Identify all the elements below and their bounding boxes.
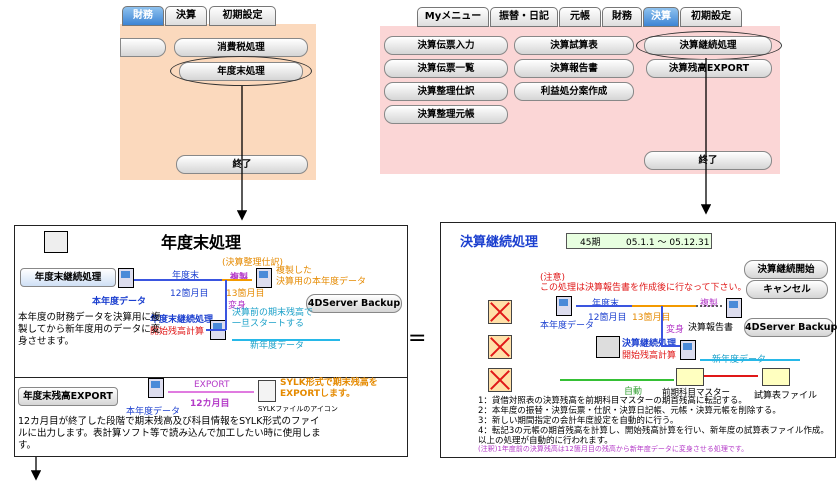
month13-label: 13箇月目: [632, 313, 671, 323]
copy-label: 複製: [700, 299, 719, 309]
month12-label: 12箇月目: [170, 289, 209, 299]
master-file-icon: [676, 368, 704, 386]
sylk-file-icon: [258, 380, 276, 402]
tab-finance[interactable]: 財務: [122, 6, 164, 26]
year-end-label: 年度末: [172, 271, 200, 281]
year-end-description: 本年度の財務データを決算用に複 製してから新年度用のデータに変 身させます。: [18, 312, 161, 347]
month12-label: 12カ月目: [190, 399, 230, 409]
copied-data-label: 複製した 決算用の本年度データ: [276, 266, 367, 287]
computer-icon: [556, 296, 572, 316]
year-end-label: 年度末: [592, 299, 620, 309]
steps-list: 1：貸借対照表の決算残高を前期科目マスターの期首残高に転記する。 2：本年度の振…: [478, 396, 829, 446]
open-balance-label: 開始残高計算: [150, 327, 205, 337]
period-label: 45期: [580, 238, 601, 248]
open-balance-label: 開始残高計算: [622, 351, 677, 361]
step-3: 3：新しい期間指定の会計年度設定を自動的に行う。: [478, 416, 679, 426]
continue-label: 決算継続処理: [622, 339, 677, 349]
continue-title: 決算継続処理: [460, 235, 539, 250]
continue-start-button[interactable]: 決算継続開始: [744, 260, 828, 279]
computer-icon: [148, 378, 164, 398]
closing-adj-label: (決算整理仕訳): [222, 258, 284, 268]
step-summary: 以上の処理が自動的に行われます。: [478, 436, 613, 446]
backup-button[interactable]: 4DServer Backup: [744, 318, 837, 337]
export-label: EXPORT: [194, 380, 230, 390]
current-data-label: 本年度データ: [126, 407, 181, 417]
closing-report-label: 決算報告書: [688, 323, 734, 333]
backup-button[interactable]: 4DServer Backup: [306, 294, 402, 313]
computer-icon: [726, 298, 742, 318]
month12-label: 12箇月目: [588, 313, 627, 323]
closing-trial-balance-button[interactable]: 決算試算表: [514, 36, 634, 55]
year-end-icon: [44, 231, 68, 253]
balance-export-button[interactable]: 年度末残高EXPORT: [18, 387, 118, 406]
closing-adjustment-ledger-button[interactable]: 決算整理元帳: [384, 105, 508, 124]
sylk-icon-label: SYLKファイルのアイコン: [258, 405, 338, 413]
note-body: この処理は決算報告書を作成後に行なって下さい。: [540, 283, 747, 293]
equals-sign: =: [408, 326, 427, 351]
year-end-continue-button[interactable]: 年度末継続処理: [20, 268, 116, 287]
scale-icon: [596, 336, 620, 358]
footnote: (注釈)1年度前の決算残高は12箇月目の残高から新年度データに変身させる処理です…: [478, 445, 749, 453]
auto-label: 自動: [624, 387, 643, 397]
computer-icon: [680, 340, 696, 360]
export-description: 12カ月目が終了した段階で期末残高及び科目情報をSYLK形式のファイ ルに出力し…: [18, 416, 321, 451]
note-title: (注意): [540, 273, 566, 283]
tab-transfer-journal[interactable]: 振替・日記: [490, 7, 558, 27]
computer-icon: [118, 268, 134, 288]
period-box: [566, 233, 712, 249]
tab-ledger[interactable]: 元帳: [559, 7, 601, 27]
year-end-title: 年度末処理: [161, 233, 242, 252]
deleted-doc-icon: [488, 368, 512, 392]
trial-balance-file-label: 試算表ファイル: [754, 391, 818, 401]
restart-note: 決算前の期末残高で 一旦スタートする: [232, 308, 314, 329]
copy-label: 複製: [230, 273, 249, 283]
current-data-label: 本年度データ: [540, 321, 595, 331]
tab-closing[interactable]: 決算: [643, 7, 679, 27]
step-1: 1：貸借対照表の決算残高を前期科目マスターの期首残高に転記する。: [478, 396, 747, 406]
continue-label: 年度末継続処理: [150, 315, 214, 325]
closing-balance-export-button[interactable]: 決算残高EXPORT: [646, 59, 772, 78]
change-label: 変身: [228, 301, 247, 311]
current-data-label: 本年度データ: [92, 297, 147, 307]
closing-report-button[interactable]: 決算報告書: [514, 59, 634, 78]
sylk-note: SYLK形式で期末残高を EXPORTします。: [280, 378, 378, 399]
month13-label: 13箇月目: [226, 289, 265, 299]
stub-button[interactable]: [120, 38, 166, 57]
step-4: 4：転記3の元帳の期首残高を計算し、開始残高計算を行い、新年度の試算表ファイル作…: [478, 426, 829, 436]
master-label: 前期科目マスター: [662, 388, 731, 398]
deleted-doc-icon: [488, 335, 512, 359]
deleted-doc-icon: [488, 300, 512, 324]
computer-icon: [256, 268, 272, 288]
closing-adjustment-button[interactable]: 決算整理仕訳: [384, 82, 508, 101]
tab-finance[interactable]: 財務: [602, 7, 642, 27]
tab-initial-settings[interactable]: 初期設定: [209, 6, 276, 26]
closing-slip-list-button[interactable]: 決算伝票一覧: [384, 59, 508, 78]
exit-button[interactable]: 終了: [644, 151, 772, 170]
new-year-data-label: 新年度データ: [250, 341, 305, 351]
closing-slip-entry-button[interactable]: 決算伝票入力: [384, 36, 508, 55]
profit-appropriation-button[interactable]: 利益処分案作成: [514, 82, 634, 101]
cancel-button[interactable]: キャンセル: [746, 280, 828, 299]
tab-closing[interactable]: 決算: [165, 6, 207, 26]
step-2: 2：本年度の振替・決算伝票・仕訳・決算日記帳、元帳・決算元帳を削除する。: [478, 406, 781, 416]
period-range: 05.1.1 〜 05.12.31: [626, 238, 710, 248]
tab-my-menu[interactable]: Myメニュー: [417, 7, 489, 27]
change-label: 変身: [666, 325, 685, 335]
trial-balance-file-icon: [762, 368, 790, 386]
tab-initial-settings[interactable]: 初期設定: [680, 7, 742, 27]
highlight-oval: [170, 56, 312, 86]
